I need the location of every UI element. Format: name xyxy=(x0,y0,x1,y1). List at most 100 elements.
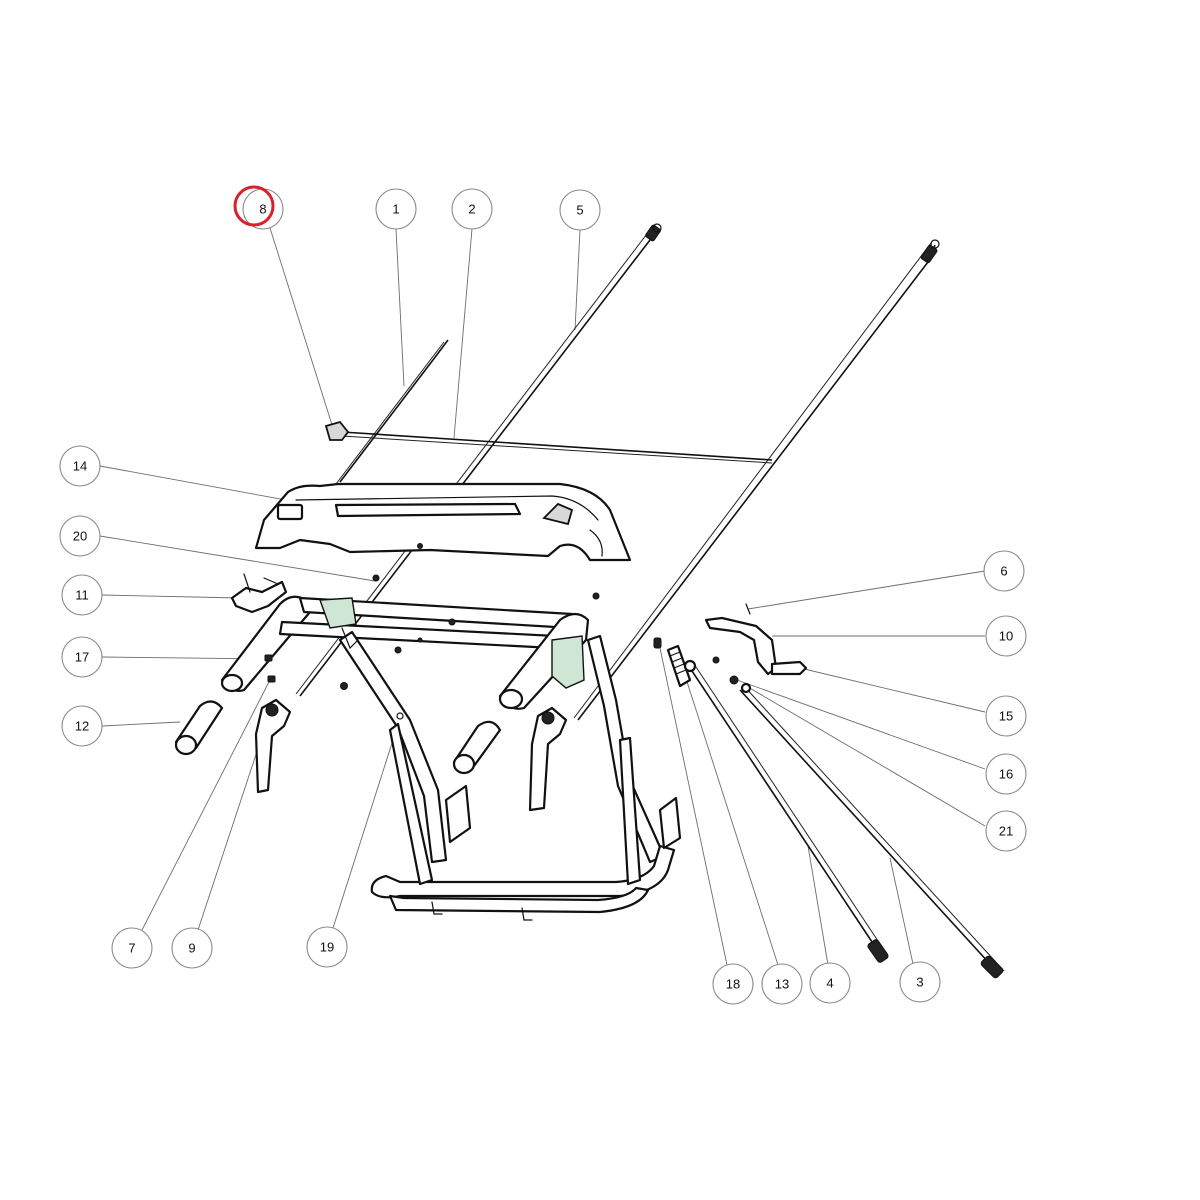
callout-3-label: 3 xyxy=(916,975,923,990)
cable-4-inner xyxy=(693,663,889,957)
callout-4-label: 4 xyxy=(826,976,833,991)
lever-left xyxy=(254,698,292,794)
frame-bolt-6 xyxy=(372,574,380,582)
frame-bolt-5 xyxy=(592,592,600,600)
frame-bolt-3 xyxy=(340,682,348,690)
cover-slot-center xyxy=(334,502,522,518)
grip-right-end xyxy=(452,753,476,775)
leader-2 xyxy=(453,228,473,439)
callout-10[interactable]: 10 xyxy=(985,615,1027,657)
callout-15-label: 15 xyxy=(999,709,1013,724)
callout-17[interactable]: 17 xyxy=(61,636,103,678)
small-fasteners-left xyxy=(264,654,276,683)
callout-15-circle xyxy=(985,695,1027,737)
knob-part-8 xyxy=(324,420,350,441)
right-parts-cluster xyxy=(653,603,808,694)
callout-8-label: 8 xyxy=(259,202,266,217)
frame-bottom-rear xyxy=(388,886,650,914)
leader-7 xyxy=(141,679,271,931)
frame-left-side xyxy=(338,630,448,864)
cable-3 xyxy=(739,689,1001,976)
leader-11 xyxy=(101,594,241,599)
callout-1[interactable]: 1 xyxy=(375,188,417,230)
callout-13-circle xyxy=(761,963,803,1005)
callout-2[interactable]: 2 xyxy=(451,188,493,230)
leader-4 xyxy=(807,845,829,966)
leader-lines xyxy=(99,227,986,966)
cluster-nut xyxy=(712,656,720,664)
callout-3-circle xyxy=(899,961,941,1003)
pin-part-6 xyxy=(745,603,751,615)
callout-5-label: 5 xyxy=(576,203,583,218)
callout-12[interactable]: 12 xyxy=(61,705,103,747)
callout-20[interactable]: 20 xyxy=(59,515,101,557)
callout-21-circle xyxy=(985,810,1027,852)
frame-inner-strut-left xyxy=(388,722,434,886)
leader-13 xyxy=(679,659,779,966)
bracket-11-body xyxy=(230,580,288,614)
callout-9[interactable]: 9 xyxy=(171,927,213,969)
cable-5-top-nut xyxy=(652,223,662,233)
frame-left-tube-end xyxy=(220,673,244,693)
callout-11[interactable]: 11 xyxy=(61,574,103,616)
callout-3[interactable]: 3 xyxy=(899,961,941,1003)
spring-coils xyxy=(669,651,687,675)
callout-19[interactable]: 19 xyxy=(306,926,348,968)
cover-inner-right xyxy=(589,529,603,557)
callout-13[interactable]: 13 xyxy=(761,963,803,1005)
callout-18[interactable]: 18 xyxy=(712,963,754,1005)
lever-left-pivot xyxy=(265,703,279,717)
callout-14[interactable]: 14 xyxy=(59,445,101,487)
handle-frame-part-19 xyxy=(220,574,682,921)
callout-7[interactable]: 7 xyxy=(111,927,153,969)
leader-18 xyxy=(659,647,728,966)
callout-6-label: 6 xyxy=(1000,564,1007,579)
cover-window-left xyxy=(276,503,304,521)
frame-bolt-4 xyxy=(417,637,423,643)
callout-14-label: 14 xyxy=(73,459,87,474)
callout-5[interactable]: 5 xyxy=(559,189,601,231)
levers-part-9 xyxy=(254,698,568,812)
callout-2-label: 2 xyxy=(468,202,475,217)
frame-foot-left xyxy=(431,901,443,915)
frame-side-plate-right xyxy=(658,796,682,850)
cable-3-bottom-end xyxy=(980,955,1004,979)
frame-pivot xyxy=(396,712,404,720)
leader-15 xyxy=(799,667,986,713)
leader-1 xyxy=(395,228,405,387)
fastener-part-7 xyxy=(267,675,276,683)
callout-9-circle xyxy=(171,927,213,969)
nut-part-16 xyxy=(729,675,739,685)
washer-part-21 xyxy=(740,682,752,694)
leader-12 xyxy=(101,721,181,727)
callout-16[interactable]: 16 xyxy=(985,753,1027,795)
callout-6[interactable]: 6 xyxy=(983,550,1025,592)
cable-fittings xyxy=(645,223,1004,979)
callout-14-circle xyxy=(59,445,101,487)
highlight-ring xyxy=(233,185,275,227)
frame-inner-strut-right xyxy=(618,736,642,886)
callout-15[interactable]: 15 xyxy=(985,695,1027,737)
lever-right xyxy=(528,706,568,812)
frame-center-bracket xyxy=(319,597,357,629)
frame-bolt-1 xyxy=(448,618,456,626)
fastener-part-17 xyxy=(264,654,273,662)
cable-right-long-inner xyxy=(573,242,932,719)
frame-right-tube-end xyxy=(498,688,524,710)
callout-18-circle xyxy=(712,963,754,1005)
callout-20-label: 20 xyxy=(73,529,87,544)
lever-right-pivot xyxy=(541,711,555,725)
callout-18-label: 18 xyxy=(726,977,740,992)
frame-right-bracket xyxy=(551,635,585,689)
cable-1-inner xyxy=(335,341,445,485)
bracket-part-11 xyxy=(230,573,288,614)
callout-19-circle xyxy=(306,926,348,968)
rod-2 xyxy=(341,431,773,461)
callout-12-circle xyxy=(61,705,103,747)
control-panel-cover-part-14 xyxy=(254,482,632,562)
frame-side-plate-left xyxy=(444,784,472,844)
cable-4-top-fitting xyxy=(683,659,697,673)
callout-4[interactable]: 4 xyxy=(809,962,851,1004)
callout-2-circle xyxy=(451,188,493,230)
callout-21[interactable]: 21 xyxy=(985,810,1027,852)
